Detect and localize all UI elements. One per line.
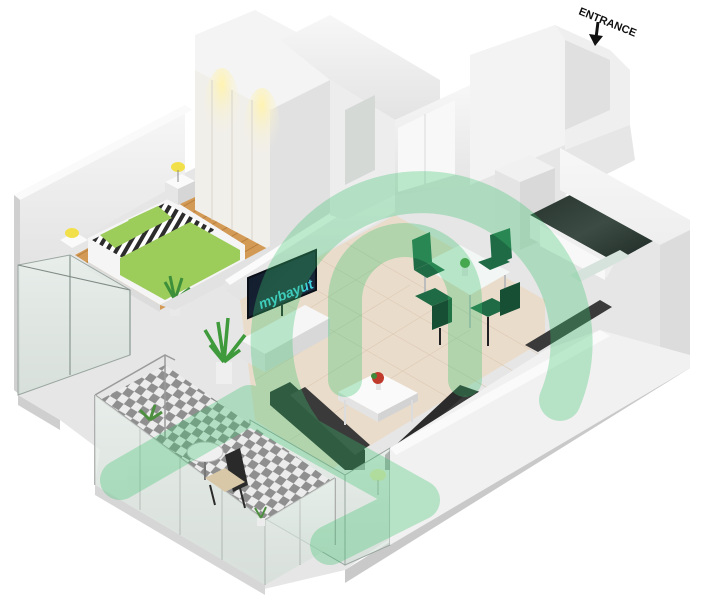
- lamp-icon: [171, 162, 185, 172]
- arrow-down-icon: [589, 21, 603, 46]
- pillow: [100, 220, 145, 248]
- plant-living: [203, 317, 247, 384]
- plant-balcony: [138, 404, 163, 422]
- flower-vase-icon: [460, 258, 470, 276]
- exterior-wall-right: [560, 148, 690, 370]
- balcony-table: [186, 441, 224, 480]
- tall-cabinet: [398, 100, 455, 192]
- pillow: [128, 206, 172, 233]
- dining-chair: [415, 288, 452, 345]
- entrance-label: ENTRANCE: [577, 6, 638, 40]
- cooktop: [525, 300, 612, 352]
- dining-chair: [478, 228, 512, 270]
- bed: [88, 198, 245, 312]
- bedside-table-right: [165, 162, 195, 205]
- bedroom-walls: [14, 105, 192, 395]
- entrance-corridor: [555, 25, 630, 150]
- kitchen-counter: [525, 195, 655, 352]
- sink: [570, 250, 630, 282]
- flower-vase-icon: [371, 372, 384, 390]
- bathroom-walls: [280, 15, 440, 220]
- plant-balcony-small: [254, 506, 267, 526]
- kitchen-walls: [395, 25, 565, 195]
- dining-chair: [412, 232, 445, 278]
- lamp-icon: [65, 228, 79, 238]
- balcony-chair: [205, 448, 248, 509]
- bathroom-door: [345, 95, 375, 185]
- dining-chair: [470, 282, 520, 346]
- bedroom-glass-balustrade: [17, 254, 131, 396]
- balcony: [94, 354, 336, 595]
- exterior-wall-front: [390, 330, 690, 545]
- watermark-logo: [100, 171, 593, 565]
- coffee-table: [338, 372, 418, 425]
- wardrobe-light-right: [244, 88, 280, 172]
- tv-unit: [240, 305, 330, 372]
- wardrobe-light-left: [204, 68, 240, 152]
